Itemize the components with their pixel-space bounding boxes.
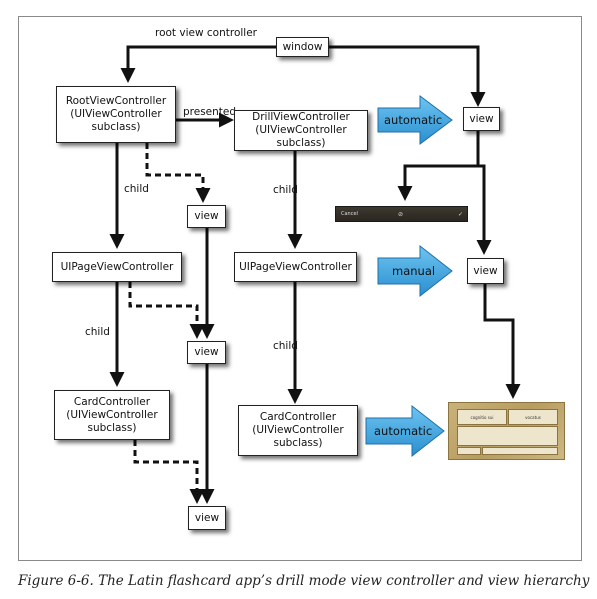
- big-arrow-automatic-bottom: automatic: [365, 404, 445, 458]
- card-detail-row: [457, 426, 558, 446]
- card-footer-right: [482, 447, 558, 455]
- edge-view-to-view-right: [476, 164, 492, 255]
- box-view-bottom: view: [188, 506, 226, 530]
- label-child-page-right: child: [273, 340, 298, 352]
- box-root-view-controller: RootViewController (UIViewController sub…: [56, 86, 176, 143]
- label-child-root: child: [124, 183, 149, 195]
- toolbar-action-icon: ⊘: [398, 211, 404, 218]
- edge-view-to-card-image: [483, 284, 521, 399]
- edge-window-to-view: [320, 45, 486, 107]
- big-arrow-automatic-bottom-label: automatic: [374, 424, 432, 438]
- figure-caption: Figure 6-6. The Latin flashcard app’s dr…: [18, 573, 590, 589]
- box-card-controller-left: CardController (UIViewController subclas…: [54, 390, 170, 440]
- big-arrow-manual-label: manual: [392, 264, 435, 278]
- box-page-vc-left: UIPageViewController: [52, 252, 182, 282]
- edge-card-dashed-view: [133, 440, 205, 504]
- edge-window-to-root: [120, 45, 276, 83]
- big-arrow-automatic-top-label: automatic: [384, 113, 442, 127]
- box-view-center: view: [187, 341, 226, 364]
- card-word-left: cognitio sui: [457, 409, 507, 425]
- big-arrow-manual: manual: [377, 244, 453, 298]
- label-presented: presented: [183, 106, 237, 118]
- box-drill-view-controller: DrillViewController (UIViewController su…: [234, 110, 368, 151]
- box-view-right-mid: view: [467, 258, 504, 284]
- box-view-top-right: view: [463, 107, 500, 131]
- toolbar-check-icon: ✓: [458, 211, 464, 218]
- label-root-view-controller: root view controller: [155, 27, 257, 39]
- box-view-mid: view: [187, 205, 226, 228]
- box-page-vc-right: UIPageViewController: [234, 252, 357, 282]
- card-thumbnail: cognitio sui vocatus: [448, 402, 565, 460]
- edge-page-dashed-view: [128, 282, 205, 339]
- edge-view-to-toolbar: [397, 131, 480, 201]
- toolbar-cancel-label: Cancel: [341, 211, 358, 217]
- card-word-right: vocatus: [508, 409, 558, 425]
- box-card-controller-right: CardController (UIViewController subclas…: [238, 405, 358, 456]
- big-arrow-automatic-top: automatic: [377, 95, 453, 145]
- box-window: window: [276, 37, 329, 57]
- edge-root-dashed-view: [145, 143, 211, 203]
- label-child-drill: child: [273, 184, 298, 196]
- toolbar-thumbnail: Cancel ⊘ ✓: [335, 206, 468, 222]
- label-child-page-left: child: [85, 326, 110, 338]
- card-footer-left: [457, 447, 481, 455]
